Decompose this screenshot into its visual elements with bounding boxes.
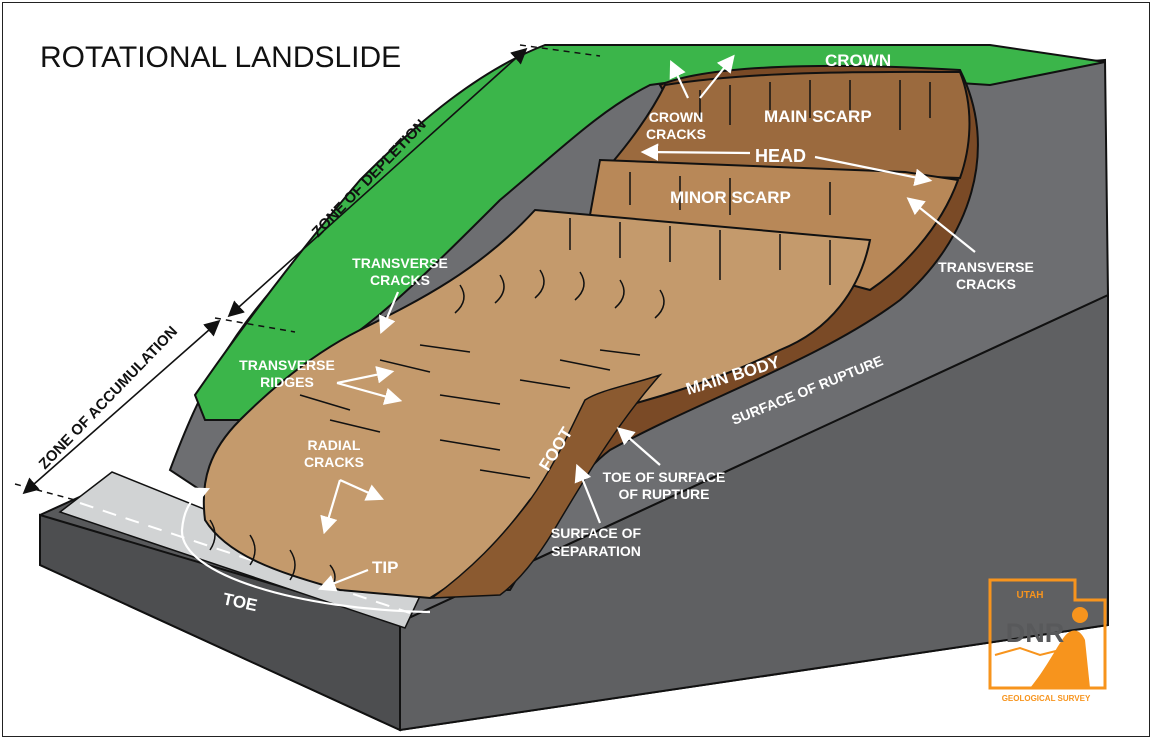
foot-strip xyxy=(429,373,663,599)
crown-cracks-label-1: CROWN xyxy=(649,109,703,125)
main-scarp-label: MAIN SCARP xyxy=(764,107,872,126)
utah-dnr-logo: UTAH DNR GEOLOGICAL SURVEY xyxy=(988,578,1107,703)
transverse-ridges-label-1: TRANSVERSE xyxy=(239,357,335,373)
surface-of-separation-label-1: SURFACE OF xyxy=(551,525,642,541)
crown-label: CROWN xyxy=(825,51,891,70)
logo-main-text: DNR xyxy=(1006,618,1065,648)
toe-of-surface-of-rupture-label-2: OF RUPTURE xyxy=(619,486,710,502)
zone-of-accumulation-label: ZONE OF ACCUMULATION xyxy=(36,323,181,473)
slide-main-body xyxy=(202,208,872,600)
zone-dimension-lines xyxy=(14,44,601,501)
logo-bottom-text: GEOLOGICAL SURVEY xyxy=(1002,694,1091,703)
radial-cracks-label-1: RADIAL xyxy=(308,437,361,453)
tip-label: TIP xyxy=(372,558,398,577)
transverse-cracks-right-label-2: CRACKS xyxy=(956,276,1016,292)
toe-of-surface-of-rupture-label-1: TOE OF SURFACE xyxy=(603,469,726,485)
minor-scarp-label: MINOR SCARP xyxy=(670,188,791,207)
surface-of-separation-label-2: SEPARATION xyxy=(551,543,641,559)
transverse-cracks-right-label-1: TRANSVERSE xyxy=(938,259,1034,275)
transverse-cracks-left-label-1: TRANSVERSE xyxy=(352,255,448,271)
label-arrows xyxy=(180,54,976,614)
radial-cracks-label-2: CRACKS xyxy=(304,454,364,470)
logo-top-text: UTAH xyxy=(1016,590,1043,601)
transverse-cracks-left-label-2: CRACKS xyxy=(370,272,430,288)
crown-cracks-label-2: CRACKS xyxy=(646,126,706,142)
transverse-ridges-label-2: RIDGES xyxy=(260,374,314,390)
head-label: HEAD xyxy=(755,146,806,166)
diagram-title: ROTATIONAL LANDSLIDE xyxy=(40,41,401,74)
